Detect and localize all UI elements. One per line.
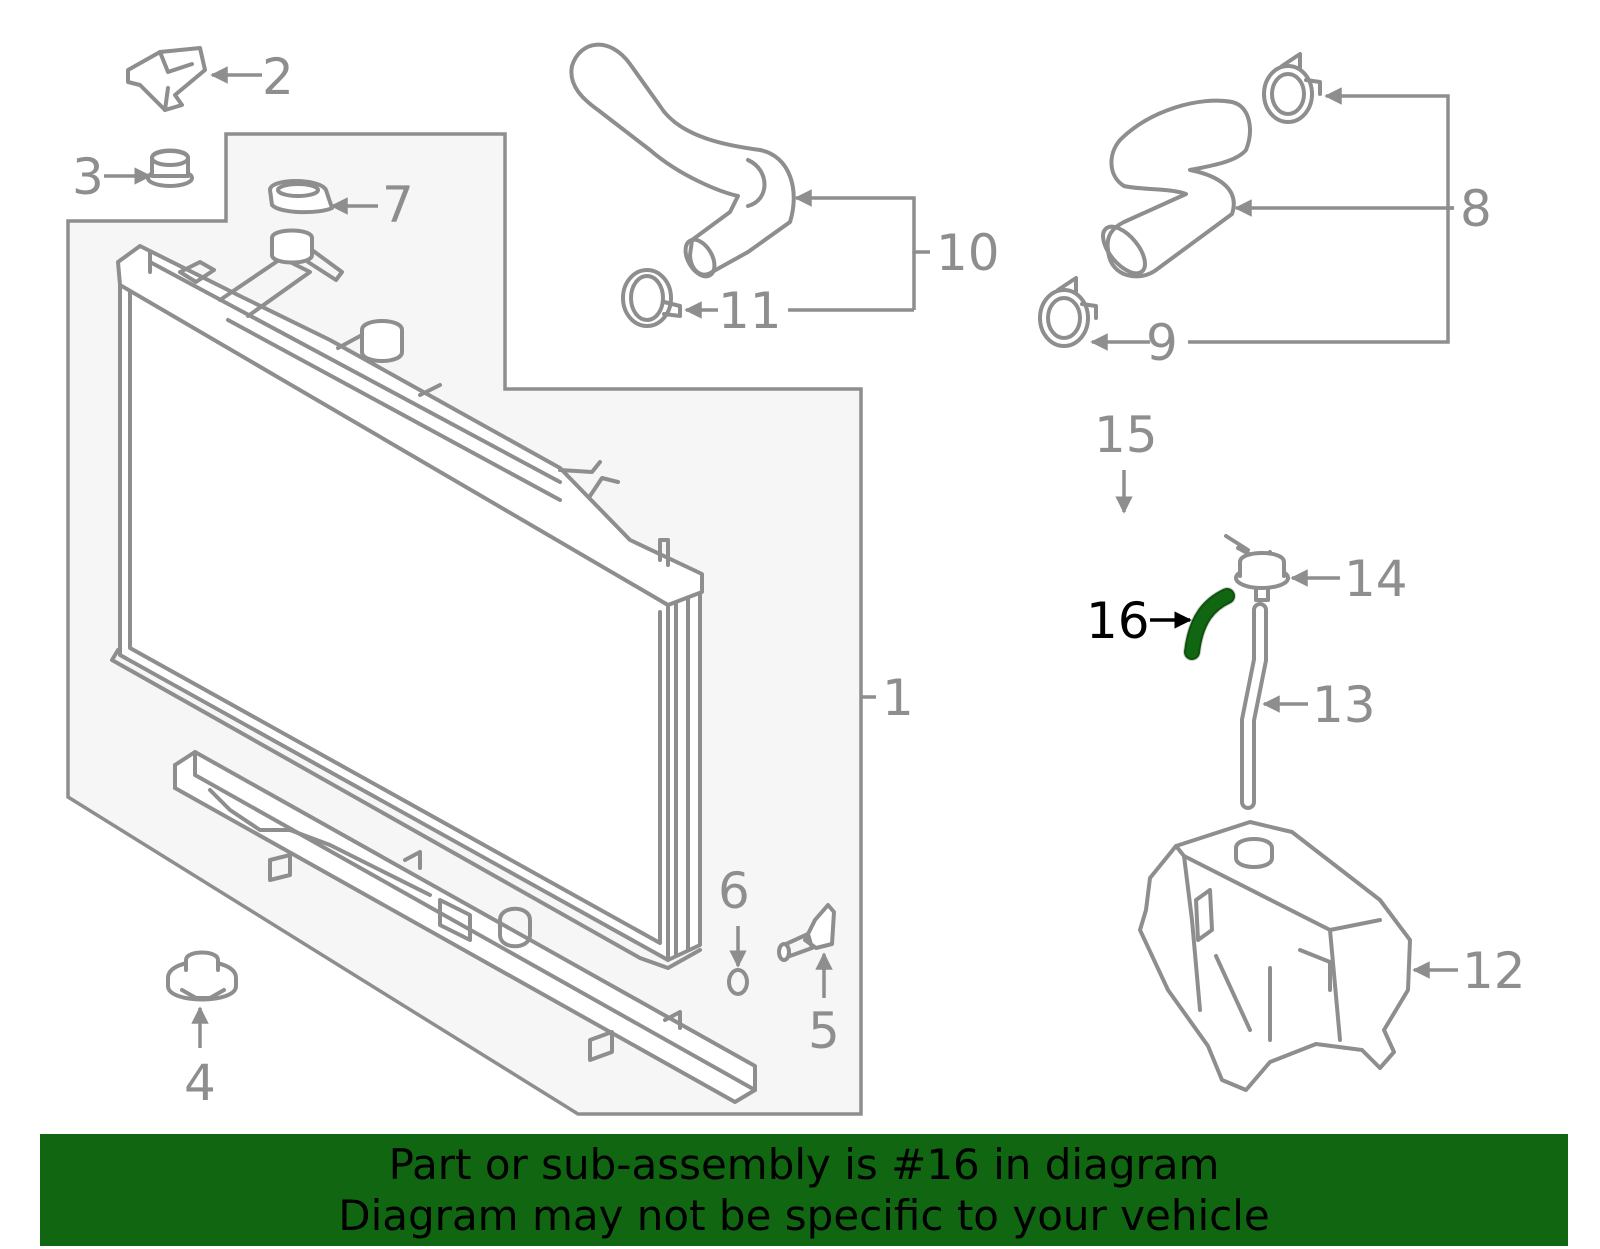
callout-16: 16 <box>1086 592 1150 650</box>
callout-3: 3 <box>72 148 104 206</box>
callout-5: 5 <box>808 1002 840 1060</box>
upper-hose-part-10 <box>569 42 796 279</box>
hose-clamp-part-8 <box>1262 52 1322 124</box>
callout-11: 11 <box>718 282 782 340</box>
callout-9: 9 <box>1146 314 1178 372</box>
grommet-part-4 <box>166 950 238 1002</box>
callout-2: 2 <box>262 48 294 106</box>
callout-4: 4 <box>184 1054 216 1112</box>
info-banner: Part or sub-assembly is #16 in diagram D… <box>40 1134 1568 1246</box>
lower-duct <box>173 750 757 1104</box>
o-ring-part-6 <box>727 968 749 996</box>
drain-plug-part-5 <box>777 903 836 962</box>
callout-6: 6 <box>718 862 750 920</box>
callout-8: 8 <box>1460 180 1492 238</box>
radiator-cap-part-7 <box>268 179 334 215</box>
leader-lines <box>104 66 1458 1048</box>
hose-part-13 <box>1240 602 1268 810</box>
callout-15: 15 <box>1094 406 1158 464</box>
callout-10: 10 <box>936 224 1000 282</box>
callout-7: 7 <box>382 176 414 234</box>
banner-line-2: Diagram may not be specific to your vehi… <box>338 1191 1270 1240</box>
hose-clamp-part-11 <box>621 268 682 328</box>
callout-12: 12 <box>1462 942 1526 1000</box>
callout-1: 1 <box>882 669 914 727</box>
banner-line-1: Part or sub-assembly is #16 in diagram <box>388 1140 1220 1189</box>
lower-hose-part-8 <box>1101 98 1252 279</box>
radiator <box>110 228 704 970</box>
overflow-hose-part-15 <box>1037 495 1223 551</box>
callout-14: 14 <box>1344 550 1408 608</box>
bracket-clip-part-2 <box>126 46 207 112</box>
reservoir-tank-part-12 <box>1138 820 1412 1092</box>
grommet-part-3 <box>146 148 194 188</box>
fitting-part-14 <box>1224 534 1290 602</box>
callout-13: 13 <box>1312 676 1376 734</box>
hose-clamp-part-9 <box>1038 276 1098 348</box>
info-banner-background <box>40 1134 1568 1246</box>
